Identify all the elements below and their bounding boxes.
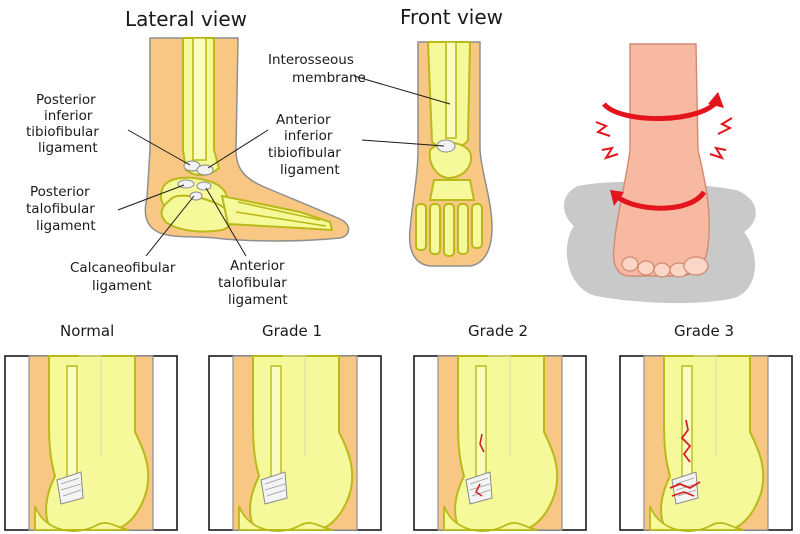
svg-text:inferior: inferior bbox=[284, 128, 333, 144]
label-interosseous-membrane: Interosseous membrane bbox=[268, 52, 451, 105]
label-posterior-talofibular-ligament: Posterior talofibular ligament bbox=[26, 184, 185, 234]
svg-text:ligament: ligament bbox=[280, 162, 340, 178]
lateral-foot-illustration bbox=[144, 37, 350, 242]
label-calcaneofibular-ligament: Calcaneofibular ligament bbox=[70, 195, 195, 294]
front-view-title: Front view bbox=[400, 5, 503, 29]
grade-label-1: Grade 1 bbox=[262, 322, 322, 340]
panel-normal bbox=[4, 355, 178, 533]
svg-text:ligament: ligament bbox=[36, 218, 96, 234]
lateral-view-title: Lateral view bbox=[125, 7, 247, 31]
svg-text:tibiofibular: tibiofibular bbox=[26, 124, 99, 140]
svg-text:ligament: ligament bbox=[228, 292, 288, 308]
svg-text:talofibular: talofibular bbox=[26, 201, 95, 217]
svg-text:Anterior: Anterior bbox=[276, 112, 331, 128]
svg-text:talofibular: talofibular bbox=[218, 275, 287, 291]
svg-text:ligament: ligament bbox=[92, 278, 152, 294]
svg-text:tibiofibular: tibiofibular bbox=[268, 145, 341, 161]
svg-text:Posterior: Posterior bbox=[36, 92, 96, 108]
grade-label-2: Grade 2 bbox=[468, 322, 528, 340]
twisting-foot-illustration bbox=[563, 43, 756, 304]
grade-label-3: Grade 3 bbox=[674, 322, 734, 340]
svg-text:membrane: membrane bbox=[292, 70, 366, 86]
anterior-inferior-front-leader bbox=[361, 139, 445, 147]
grade-label-normal: Normal bbox=[60, 322, 114, 340]
panel-grade-3 bbox=[619, 355, 793, 533]
label-anterior-talofibular-ligament: Anterior talofibular ligament bbox=[205, 187, 288, 308]
label-anterior-inferior-tibiofibular-ligament: Anterior inferior tibiofibular ligament bbox=[207, 112, 341, 178]
svg-text:ligament: ligament bbox=[38, 140, 98, 156]
svg-text:Anterior: Anterior bbox=[230, 258, 285, 274]
panel-grade-1 bbox=[208, 355, 382, 533]
svg-text:Calcaneofibular: Calcaneofibular bbox=[70, 260, 176, 276]
front-foot-illustration bbox=[408, 41, 493, 267]
svg-text:Interosseous: Interosseous bbox=[268, 52, 354, 68]
svg-text:Posterior: Posterior bbox=[30, 184, 90, 200]
panel-grade-2 bbox=[413, 355, 587, 533]
svg-text:inferior: inferior bbox=[44, 108, 93, 124]
label-posterior-inferior-tibiofibular-ligament: Posterior inferior tibiofibular ligament bbox=[26, 92, 191, 166]
